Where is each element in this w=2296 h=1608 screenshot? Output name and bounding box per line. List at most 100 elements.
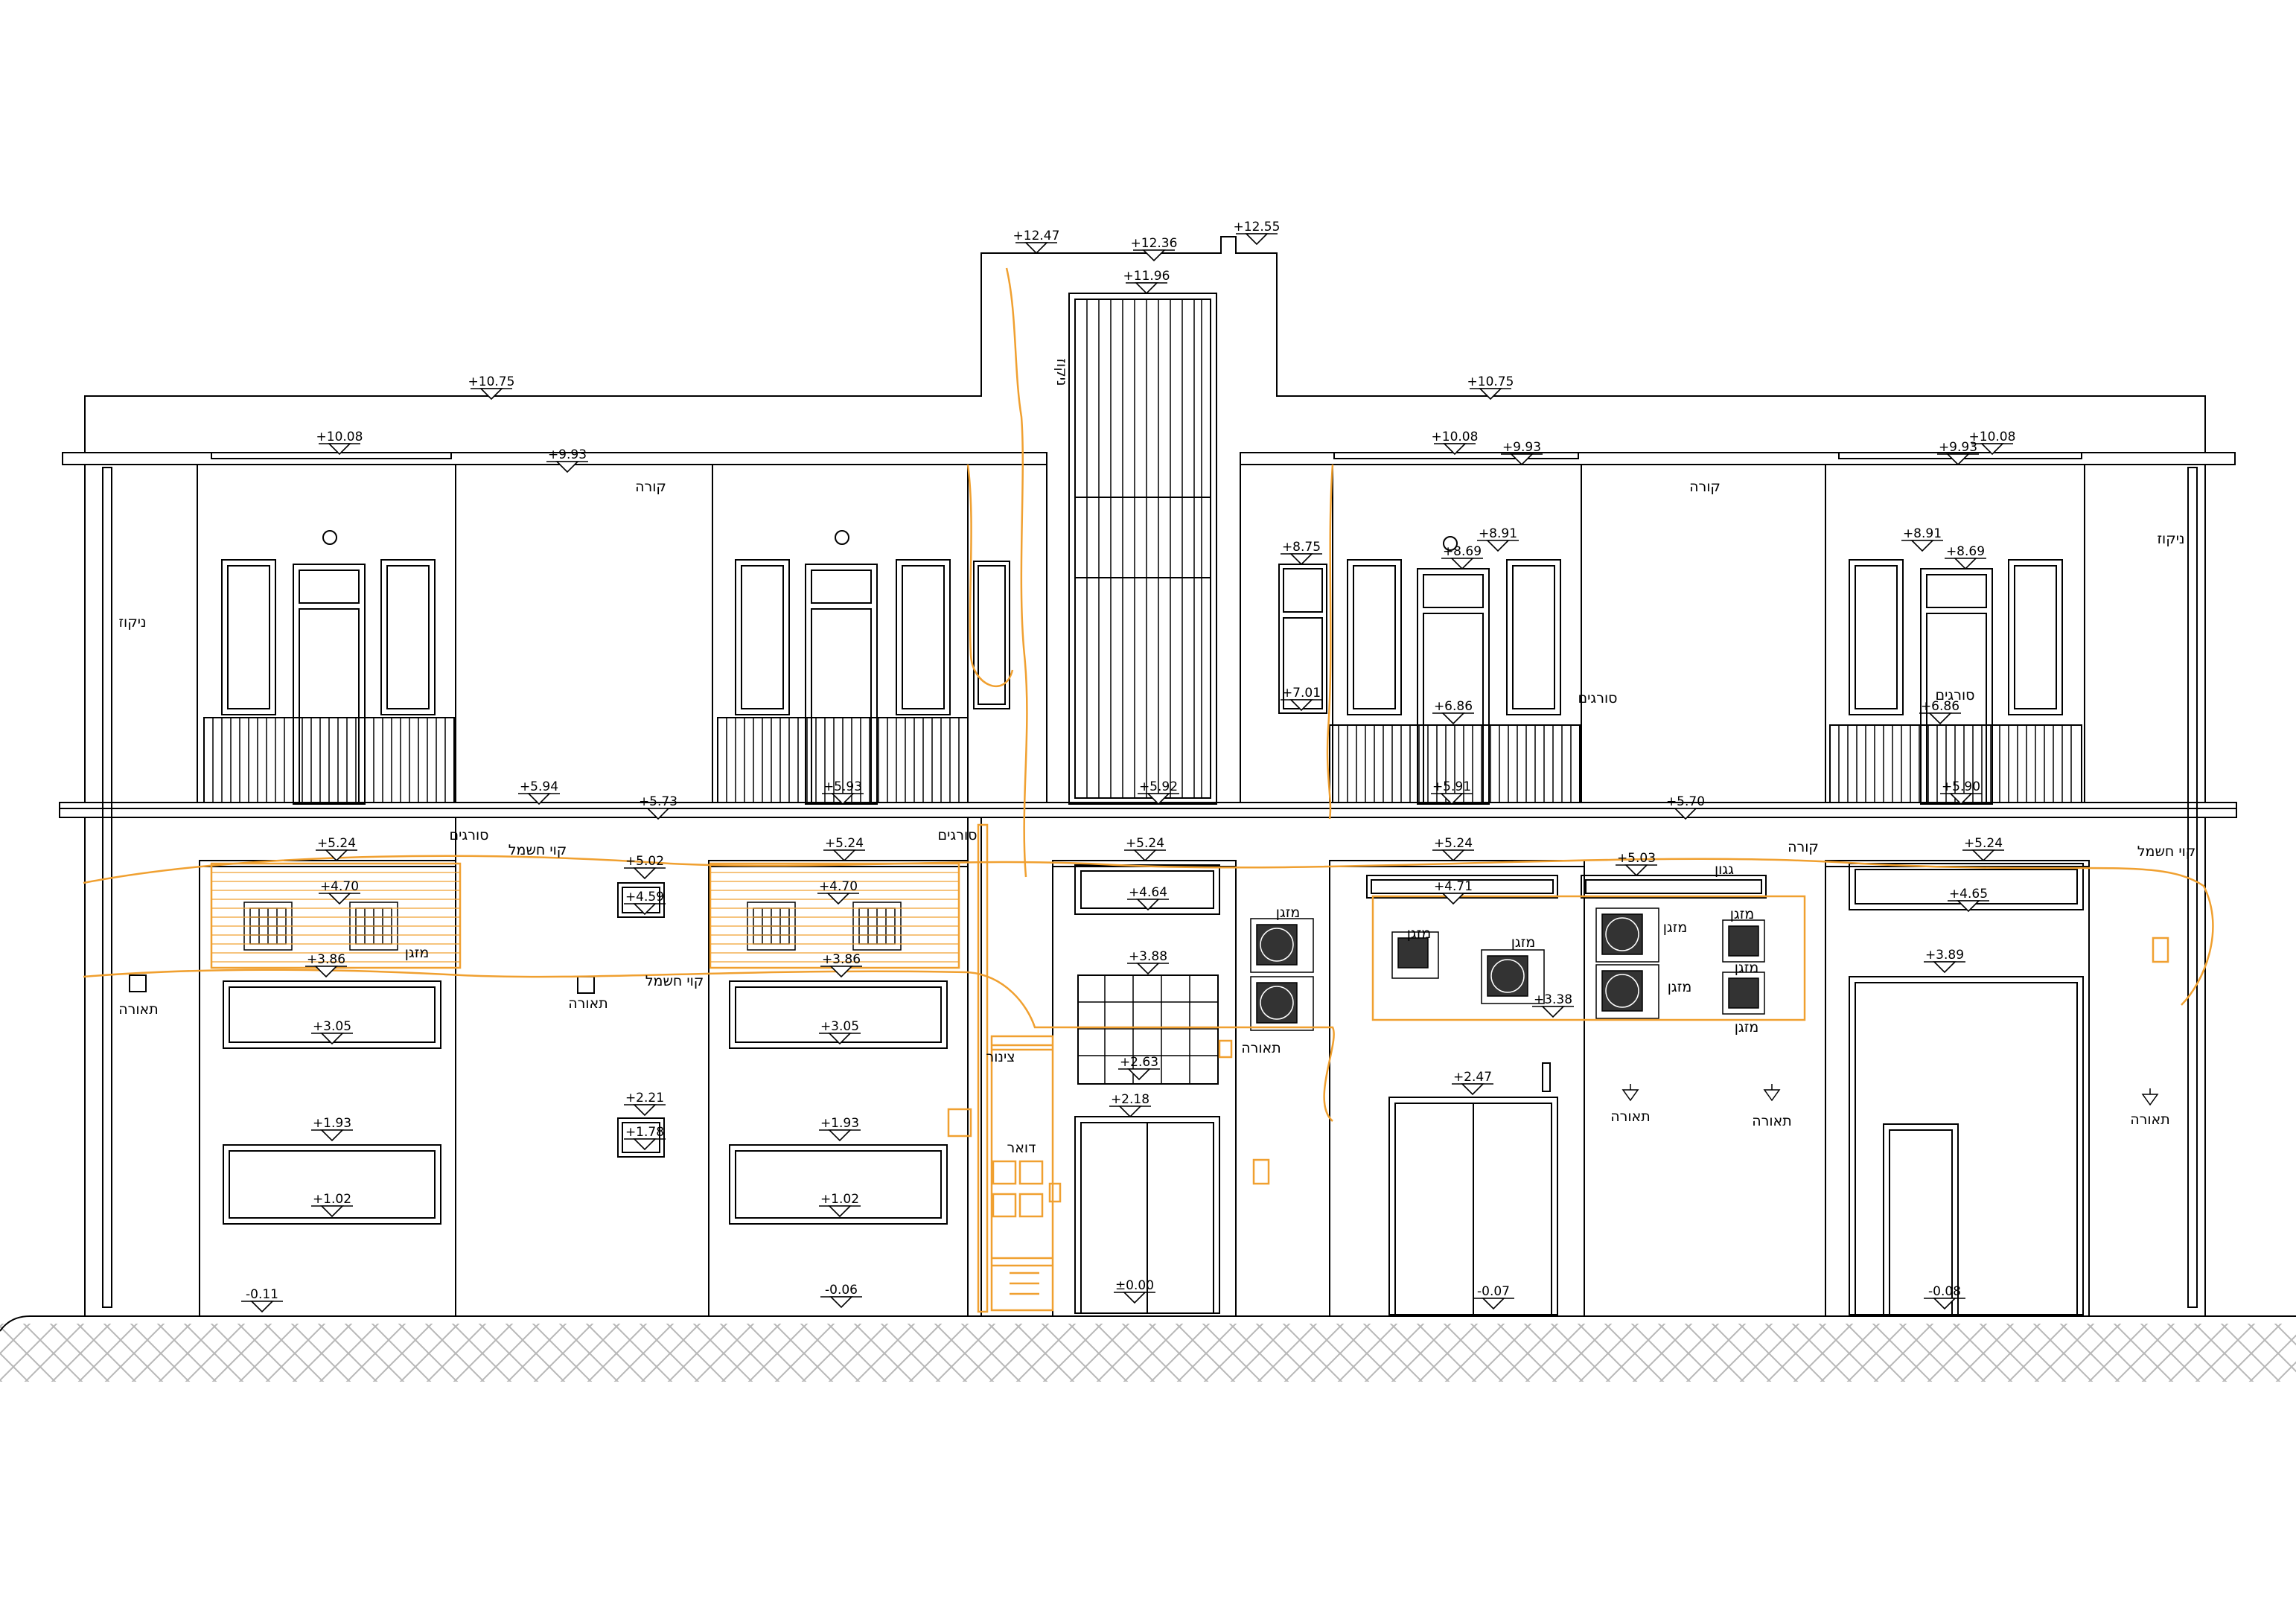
- elevation-triangle-icon: [328, 443, 351, 456]
- elevation-marker: +5.73: [637, 794, 679, 820]
- elevation-marker: +1.93: [311, 1116, 353, 1142]
- label-soragim-2: סורגים: [938, 827, 978, 843]
- elevation-triangle-icon: [828, 1205, 852, 1218]
- elevation-value: +3.89: [1925, 948, 1964, 963]
- elevation-triangle-icon: [1482, 1298, 1505, 1310]
- elevation-marker: +5.91: [1431, 779, 1473, 805]
- elevation-value: +3.38: [1534, 992, 1572, 1007]
- meter-lines: [1010, 1272, 1039, 1295]
- elevation-marker: +5.03: [1616, 851, 1657, 877]
- elevation-value: +5.24: [1126, 836, 1164, 851]
- elevation-triangle-icon: [1910, 540, 1934, 552]
- label-soragim-4: סורגים: [1936, 687, 1975, 704]
- elevation-marker: +4.70: [817, 879, 859, 905]
- elevation-triangle-icon: [1440, 793, 1464, 805]
- elevation-marker: +3.89: [1924, 948, 1965, 974]
- elevation-value: -0.07: [1477, 1284, 1510, 1299]
- elevation-value: +5.24: [317, 836, 356, 851]
- label-soragim-3: סורגים: [1578, 690, 1618, 706]
- elevation-value: +1.93: [313, 1116, 351, 1131]
- elevation-triangle-icon: [1624, 864, 1648, 877]
- elevation-marker: +1.02: [311, 1192, 353, 1218]
- elevation-triangle-icon: [1957, 900, 1980, 913]
- elevation-triangle-icon: [633, 867, 657, 880]
- elevation-value: +10.08: [1969, 430, 2016, 444]
- elevation-triangle-icon: [1136, 899, 1160, 911]
- ground: [0, 1315, 2296, 1382]
- central-tower: [1068, 293, 1217, 805]
- roof-slab-right: [1240, 452, 2236, 465]
- elevation-value: -0.06: [825, 1283, 858, 1298]
- building-outline: [59, 236, 2237, 1316]
- elevation-value: +4.71: [1434, 879, 1473, 894]
- elevation-value: +3.86: [307, 952, 345, 967]
- elevation-triangle-icon: [527, 793, 551, 805]
- upper-window-bay-3: [1278, 536, 1561, 805]
- ac-unit: [1391, 931, 1439, 979]
- elevation-value: +5.91: [1432, 779, 1471, 794]
- elevation-marker: +5.24: [316, 836, 357, 862]
- label-nikuz-left: ניקוז: [118, 614, 146, 631]
- upper-window-bay-1: [221, 530, 436, 805]
- elevation-triangle-icon: [1450, 558, 1474, 570]
- label-ac-9: מזגן: [1735, 1019, 1759, 1036]
- label-lighting-1: תאורה: [118, 1001, 159, 1018]
- roof-parapet: [84, 236, 2206, 453]
- elevation-triangle-icon: [832, 849, 856, 862]
- elevation-triangle-icon: [633, 903, 657, 916]
- elevation-marker: -0.06: [820, 1283, 862, 1309]
- elevation-marker: +11.96: [1123, 269, 1170, 295]
- elevation-value: +10.75: [1467, 374, 1514, 389]
- elevation-value: +5.24: [1964, 836, 2003, 851]
- elevation-triangle-icon: [320, 1129, 344, 1142]
- elevation-triangle-icon: [646, 808, 670, 820]
- elevation-triangle-icon: [1928, 712, 1952, 725]
- elevation-value: +3.05: [313, 1019, 351, 1034]
- label-power-line-2: קוי חשמל: [2137, 843, 2196, 860]
- ac-unit: [1250, 918, 1314, 973]
- label-ac-2: מזגן: [1276, 904, 1301, 921]
- elevation-value: +9.93: [1939, 440, 1977, 455]
- elevation-triangle-icon: [1123, 1292, 1147, 1304]
- elevation-marker: +5.90: [1940, 779, 1982, 805]
- elevation-triangle-icon: [479, 388, 503, 401]
- elevation-triangle-icon: [828, 1129, 852, 1142]
- power-line-2: [83, 969, 1335, 1122]
- label-lighting-3: תאורה: [1241, 1040, 1281, 1056]
- elevation-marker: +4.71: [1432, 879, 1474, 905]
- elevation-value: +1.02: [820, 1192, 859, 1207]
- upper-window-bay-2: [735, 530, 1010, 805]
- elevation-triangle-icon: [320, 1205, 344, 1218]
- label-pipe: צינור: [986, 1049, 1015, 1065]
- elevation-value: +2.18: [1111, 1092, 1149, 1107]
- elevation-marker: +7.01: [1281, 686, 1322, 712]
- ac-unit: [1595, 907, 1659, 963]
- elevation-triangle-icon: [1443, 443, 1467, 456]
- ac-unit: [1250, 976, 1314, 1031]
- label-power-line-1: קוי חשמל: [508, 842, 567, 858]
- elevation-triangle-icon: [1479, 388, 1502, 401]
- ground-hatch: [0, 1324, 2296, 1382]
- elevation-triangle-icon: [1946, 453, 1970, 466]
- elevation-triangle-icon: [1674, 808, 1697, 820]
- ac-units: [243, 902, 1765, 1031]
- light-icon: [1763, 1084, 1781, 1102]
- label-ac-3: מזגן: [1407, 925, 1432, 942]
- elevation-value: +5.24: [1434, 836, 1473, 851]
- elevation-marker: +3.88: [1127, 949, 1169, 975]
- elevation-marker: +4.64: [1127, 885, 1169, 911]
- light-icon: [1621, 1084, 1639, 1102]
- elevation-marker: +3.05: [311, 1019, 353, 1045]
- elevation-triangle-icon: [828, 1033, 852, 1045]
- label-ac-7: מזגן: [1730, 906, 1755, 922]
- elevation-marker: +12.55: [1234, 220, 1280, 246]
- elevation-marker: +8.75: [1281, 540, 1322, 566]
- elevation-triangle-icon: [1289, 699, 1313, 712]
- elevation-value: -0.08: [1928, 1284, 1961, 1299]
- label-ac-4: מזגן: [1511, 934, 1536, 951]
- elevation-value: +10.08: [1432, 430, 1479, 444]
- elevation-value: +5.70: [1666, 794, 1705, 809]
- elevation-marker: +5.92: [1138, 779, 1179, 805]
- elevation-value: +8.69: [1946, 544, 1985, 559]
